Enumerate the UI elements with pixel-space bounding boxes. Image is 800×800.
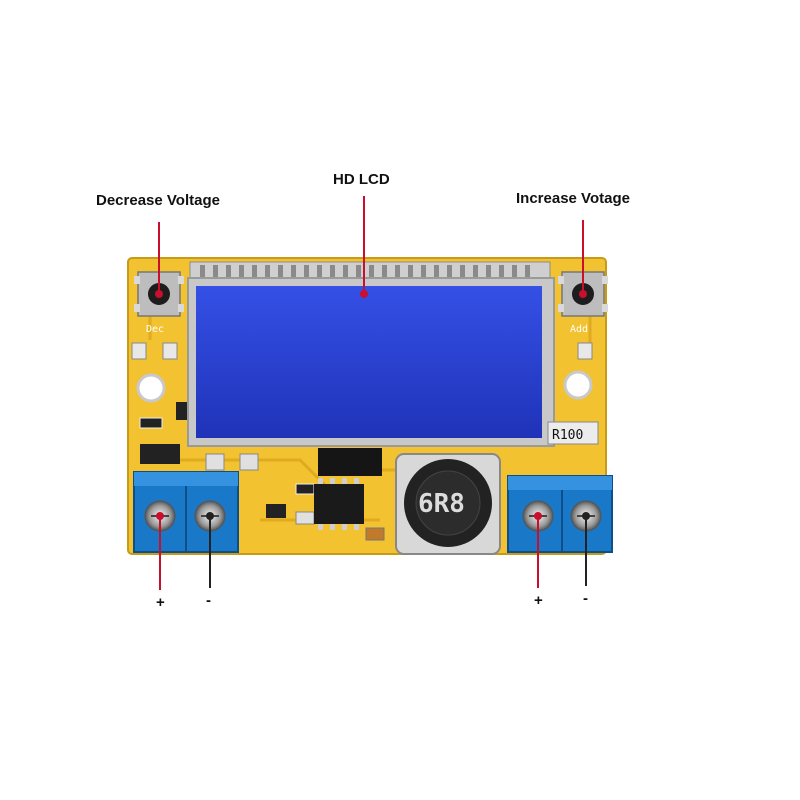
header-pin — [291, 265, 296, 277]
smd-chip-small — [266, 504, 286, 518]
header-pin — [369, 265, 374, 277]
mount-hole-right — [563, 370, 593, 400]
header-pin — [460, 265, 465, 277]
label-hd-lcd: HD LCD — [333, 171, 390, 188]
sign-input-plus: + — [156, 594, 165, 611]
smd-transistor — [176, 402, 190, 420]
header-pin — [499, 265, 504, 277]
header-pin — [486, 265, 491, 277]
pointer-lcd-dot — [360, 290, 368, 298]
power-component — [318, 448, 382, 476]
header-pin — [525, 265, 530, 277]
lcd-screen — [196, 286, 542, 438]
header-pin — [356, 265, 361, 277]
smd-resistor — [139, 417, 163, 429]
pointer-decrease-dot — [155, 290, 163, 298]
smd-pad — [577, 342, 593, 360]
pointers — [155, 196, 590, 590]
header-pin — [200, 265, 205, 277]
header-pin — [512, 265, 517, 277]
smd-cap — [295, 511, 315, 525]
header-pin — [434, 265, 439, 277]
header-pin — [408, 265, 413, 277]
smd-cap — [239, 453, 259, 471]
resistor-r100 — [547, 421, 599, 445]
lcd-header-pins — [189, 261, 551, 281]
input-terminal-block — [133, 471, 239, 553]
smd-cap — [205, 453, 225, 471]
smd-pad — [131, 342, 147, 360]
diode — [140, 444, 180, 464]
header-pin — [252, 265, 257, 277]
sign-output-plus: + — [534, 592, 543, 609]
sign-output-minus: - — [583, 590, 588, 607]
smd-pad — [162, 342, 178, 360]
dec-silk-label: Dec — [146, 324, 164, 335]
header-pin — [239, 265, 244, 277]
header-pin — [278, 265, 283, 277]
sign-input-minus: - — [206, 592, 211, 609]
header-pin — [382, 265, 387, 277]
label-increase-voltage: Increase Votage — [516, 190, 630, 207]
resistor-r100-label: R100 — [552, 428, 583, 443]
smd-resistor — [295, 483, 315, 495]
pointer-increase-dot — [579, 290, 587, 298]
header-pin — [473, 265, 478, 277]
controller-ic — [314, 478, 364, 530]
header-pin — [304, 265, 309, 277]
header-pin — [330, 265, 335, 277]
add-silk-label: Add — [570, 324, 588, 335]
output-terminal-block — [507, 475, 613, 553]
inductor-label: 6R8 — [418, 489, 465, 519]
header-pin — [226, 265, 231, 277]
label-decrease-voltage: Decrease Voltage — [96, 192, 220, 209]
header-pin — [395, 265, 400, 277]
header-pin — [317, 265, 322, 277]
header-pin — [421, 265, 426, 277]
smd-cap — [365, 527, 385, 541]
header-pin — [343, 265, 348, 277]
inductor-6r8 — [395, 453, 501, 555]
header-pin — [213, 265, 218, 277]
header-pin — [265, 265, 270, 277]
header-pin — [447, 265, 452, 277]
mount-hole-left — [136, 373, 166, 403]
